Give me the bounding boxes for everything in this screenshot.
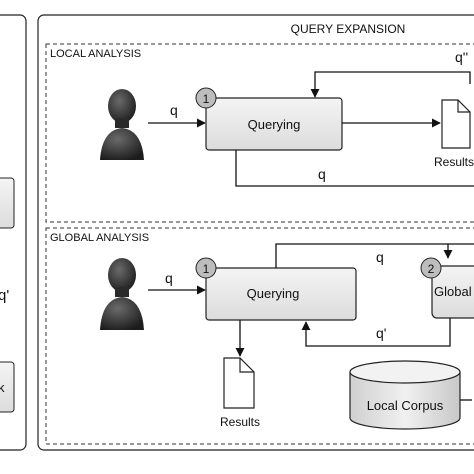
left-fragment-k-label: k: [0, 380, 5, 395]
global-querying-label: Querying: [247, 286, 300, 301]
local-query-loop-arrow: [235, 150, 474, 187]
local-querying-box: [205, 97, 343, 151]
local-expanded-query-label: q'': [455, 49, 468, 65]
local-corpus-label: Local Corpus: [367, 398, 444, 413]
global-step-2-number: 2: [428, 262, 435, 276]
local-querying-label: Querying: [248, 117, 301, 132]
global-analysis-title: GLOBAL ANALYSIS: [50, 232, 149, 244]
global-user-icon: [100, 258, 144, 330]
global-analysis-border: [45, 227, 474, 445]
local-query-in-label: q: [170, 102, 178, 118]
local-expanded-query-arrow: [310, 71, 471, 98]
left-panel-border: [0, 14, 27, 451]
database-icon: [349, 360, 461, 430]
global-query-out-line: [275, 243, 474, 268]
global-document-icon: [223, 357, 255, 409]
local-step-1-circle: [195, 87, 217, 109]
global-step-1-number: 1: [203, 262, 210, 276]
local-results-label: Results: [434, 155, 474, 169]
global-step-2-circle: [420, 257, 442, 279]
local-user-icon: [100, 89, 144, 160]
left-fragment-q-label: q': [0, 287, 9, 304]
query-expansion-frame: [37, 14, 474, 451]
global-expanded-query-arrow: [301, 318, 451, 347]
global-querying-box: [205, 267, 357, 321]
local-analysis-title: LOCAL ANALYSIS: [50, 48, 141, 60]
global-results-label: Results: [220, 415, 260, 429]
local-query-loop-label: q: [318, 166, 326, 182]
global-analysis-box-label: Global: [434, 284, 472, 299]
local-analysis-border: [45, 43, 474, 223]
global-query-out-label: q: [376, 249, 384, 265]
left-panel-fragment: q' k: [0, 14, 27, 451]
left-fragment-box-top: [0, 177, 15, 229]
local-step-1-number: 1: [203, 92, 210, 106]
global-analysis-panel: GLOBAL ANALYSIS q Querying 1 q Global 2 …: [45, 227, 474, 445]
global-expanded-query-label: q': [376, 325, 386, 341]
query-expansion-title: QUERY EXPANSION: [291, 22, 406, 36]
global-query-in-label: q: [165, 270, 173, 286]
left-fragment-box-bottom: [0, 361, 15, 413]
global-analysis-box: [431, 265, 474, 319]
global-step-1-circle: [195, 257, 217, 279]
local-document-icon: [441, 99, 471, 149]
local-analysis-panel: LOCAL ANALYSIS q Querying 1 Results q'' …: [45, 43, 474, 223]
